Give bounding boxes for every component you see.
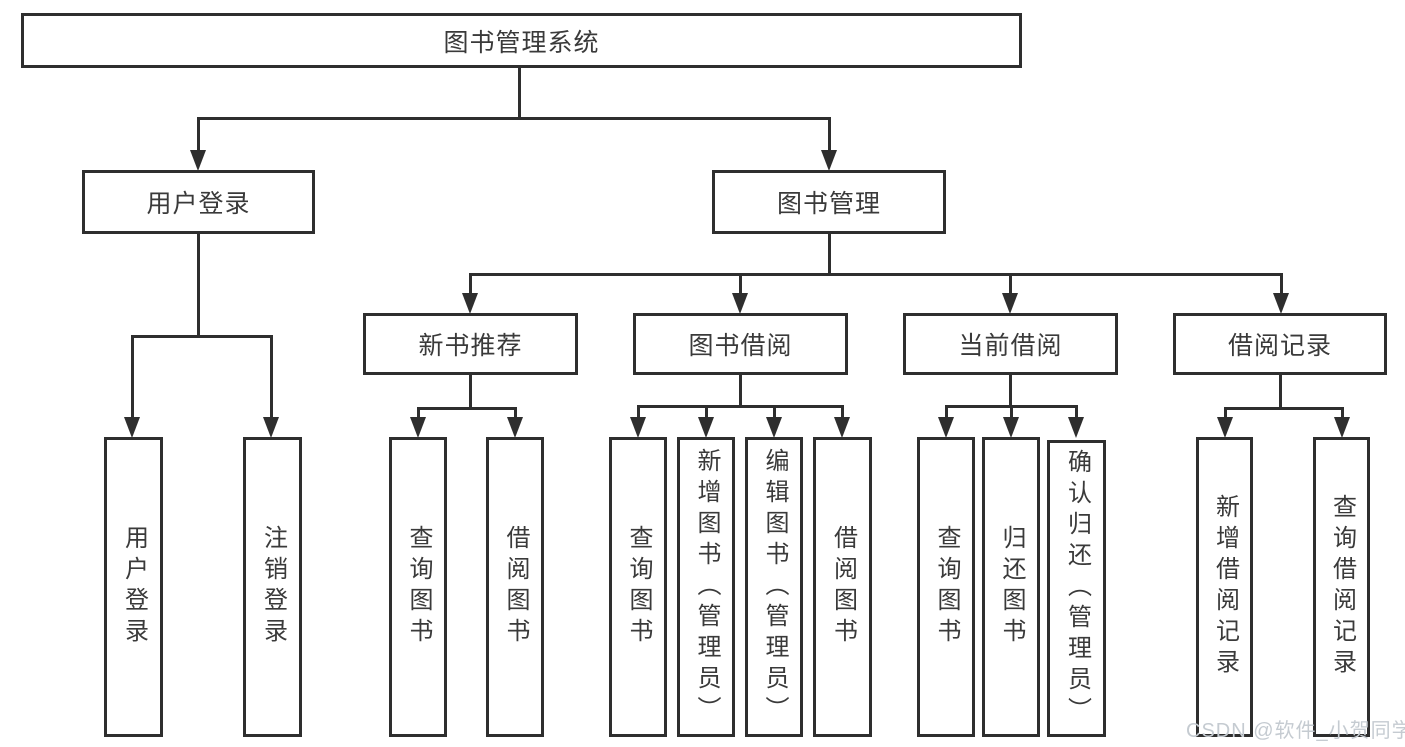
connector-root-stem (518, 68, 521, 118)
node-label: 新书推荐 (418, 332, 523, 360)
arrow-down-icon (630, 417, 646, 438)
node-borrow-record: 借阅记录 (1173, 313, 1387, 375)
leaf-user-login: 用户登录 (104, 437, 163, 737)
leaf-edit-book-admin: 编辑图书（管理员） (745, 437, 803, 737)
node-root-label: 图书管理系统 (443, 28, 600, 57)
leaf-query-book-recommend: 查询图书 (389, 437, 447, 737)
leaf-label: 确认归还（管理员） (1063, 449, 1091, 728)
leaf-label: 注销登录 (259, 525, 287, 649)
arrow-down-icon (698, 417, 714, 438)
arrow-down-icon (507, 417, 523, 438)
node-label: 图书管理 (776, 190, 881, 218)
leaf-label: 新增借阅记录 (1211, 494, 1239, 680)
leaf-logout: 注销登录 (243, 437, 302, 737)
leaf-borrow-book: 借阅图书 (813, 437, 872, 737)
leaf-query-borrow-record: 查询借阅记录 (1313, 437, 1370, 737)
node-label: 图书借阅 (688, 332, 793, 360)
connector-leaf (1341, 407, 1344, 419)
connector-to-current-borrow (1009, 273, 1012, 295)
connector-leaf (1224, 407, 1227, 419)
connector-leaf (1010, 405, 1013, 419)
connector-leaf (773, 405, 776, 419)
connector-new-book-stem (469, 375, 472, 407)
connector-current-borrow-stem (1009, 375, 1012, 405)
leaf-label: 用户登录 (120, 525, 148, 649)
leaf-label: 查询图书 (405, 525, 432, 649)
leaf-borrow-book-recommend: 借阅图书 (486, 437, 544, 737)
connector-to-book-management (828, 117, 831, 153)
arrow-down-icon (462, 293, 478, 314)
connector-book-management-split (469, 273, 1283, 276)
leaf-label: 归还图书 (998, 525, 1025, 649)
connector-borrow-record-split (1224, 407, 1343, 410)
csdn-watermark: CSDN @软件_小贺同学 (1186, 720, 1405, 742)
connector-book-management-stem (828, 234, 831, 273)
leaf-add-borrow-record: 新增借阅记录 (1196, 437, 1253, 737)
node-label: 用户登录 (146, 190, 251, 218)
node-new-book-recommend: 新书推荐 (363, 313, 578, 375)
connector-user-login-split (131, 335, 273, 338)
arrow-down-icon (1068, 417, 1084, 438)
arrow-down-icon (1334, 417, 1350, 438)
node-user-login: 用户登录 (82, 170, 315, 234)
node-root: 图书管理系统 (21, 13, 1022, 68)
arrow-down-icon (834, 417, 850, 438)
leaf-label: 查询图书 (625, 525, 652, 649)
connector-root-split (197, 117, 831, 120)
connector-borrow-record-stem (1279, 375, 1282, 407)
arrow-down-icon (1217, 417, 1233, 438)
arrow-down-icon (732, 293, 748, 314)
leaf-label: 查询图书 (933, 525, 960, 649)
connector-book-borrow-split (637, 405, 843, 408)
connector-to-logout-leaf (270, 335, 273, 419)
connector-leaf (637, 405, 640, 419)
connector-leaf (1075, 405, 1078, 419)
node-book-management: 图书管理 (712, 170, 946, 234)
connector-leaf (841, 405, 844, 419)
arrow-down-icon (1002, 293, 1018, 314)
leaf-label: 借阅图书 (502, 525, 529, 649)
leaf-query-book-borrow: 查询图书 (609, 437, 667, 737)
node-book-borrow: 图书借阅 (633, 313, 848, 375)
leaf-confirm-return-admin: 确认归还（管理员） (1047, 440, 1106, 737)
arrow-down-icon (1273, 293, 1289, 314)
leaf-label: 借阅图书 (829, 525, 857, 649)
connector-leaf (514, 407, 517, 419)
connector-to-login-leaf (131, 335, 134, 419)
arrow-down-icon (821, 150, 837, 171)
connector-book-borrow-stem (739, 375, 742, 405)
leaf-label: 编辑图书（管理员） (761, 447, 788, 727)
connector-to-new-book (469, 273, 472, 295)
leaf-label: 新增图书（管理员） (693, 447, 720, 727)
arrow-down-icon (1003, 417, 1019, 438)
connector-leaf (945, 405, 948, 419)
node-label: 当前借阅 (958, 332, 1063, 360)
connector-leaf (417, 407, 420, 419)
connector-new-book-split (417, 407, 517, 410)
arrow-down-icon (938, 417, 954, 438)
arrow-down-icon (263, 417, 279, 438)
arrow-down-icon (766, 417, 782, 438)
arrow-down-icon (190, 150, 206, 171)
connector-to-borrow-record (1280, 273, 1283, 295)
leaf-label: 查询借阅记录 (1328, 494, 1356, 680)
leaf-add-book-admin: 新增图书（管理员） (677, 437, 735, 737)
leaf-query-book-current: 查询图书 (917, 437, 975, 737)
node-label: 借阅记录 (1227, 332, 1332, 360)
arrow-down-icon (410, 417, 426, 438)
connector-to-user-login (197, 117, 200, 153)
arrow-down-icon (124, 417, 140, 438)
node-current-borrow: 当前借阅 (903, 313, 1118, 375)
connector-to-book-borrow (739, 273, 742, 295)
leaf-return-book: 归还图书 (982, 437, 1040, 737)
connector-user-login-stem (197, 234, 200, 335)
connector-leaf (705, 405, 708, 419)
